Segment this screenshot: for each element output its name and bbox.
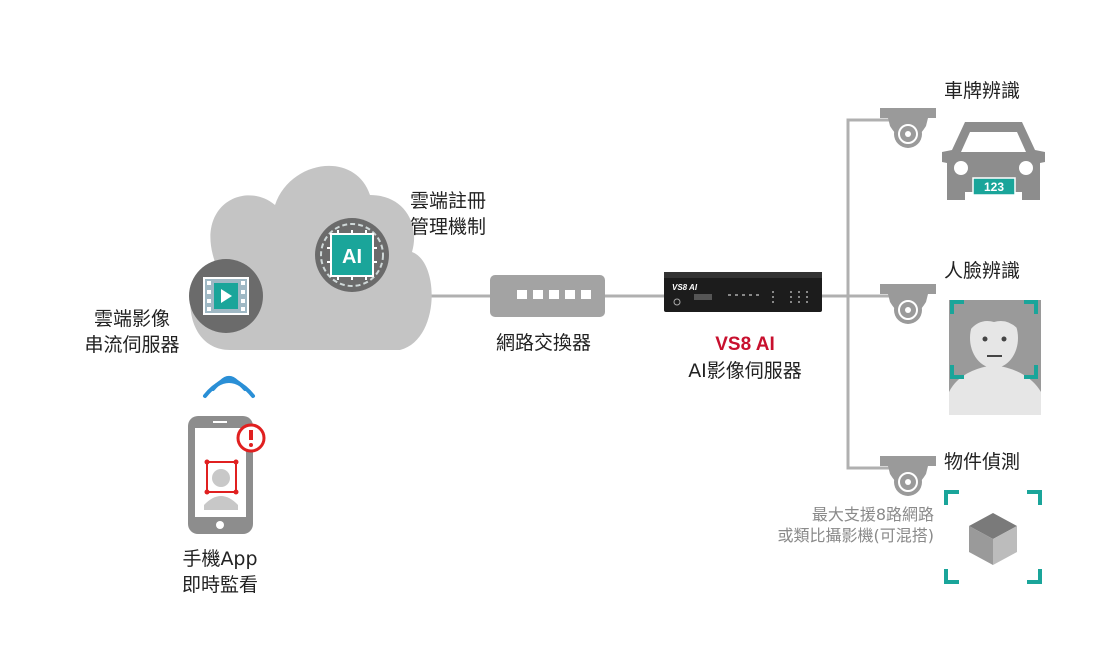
camera-icon [880,284,936,324]
mobile-line2: 即時監看 [181,574,258,596]
object-detection-title: 物件偵測 [944,451,1021,473]
cloud-streaming-line2: 串流伺服器 [84,334,180,356]
ai-chip-icon: AI [315,218,389,292]
switch-label: 網路交換器 [496,332,592,354]
cloud-registration-line2: 管理機制 [410,216,487,238]
server-label: VS8 AI AI影像伺服器 [660,332,830,384]
cube-icon [944,490,1042,584]
server-subtitle: AI影像伺服器 [688,360,802,382]
plate-recognition-title: 車牌辨識 [944,80,1021,102]
alert-icon [236,423,266,453]
camera-support-note: 最大支援8路網路 或類比攝影機(可混搭) [748,504,935,546]
network-switch-icon [490,275,605,317]
wifi-icon [203,376,255,398]
camera-icon [880,456,936,496]
cloud-streaming-label: 雲端影像 串流伺服器 [72,306,192,358]
ai-badge-text: AI [342,246,362,268]
cloud-registration-line1: 雲端註冊 [410,190,487,212]
server-icon: VS8 AI [664,272,822,312]
camera-support-line1: 最大支援8路網路 [811,505,934,524]
car-icon: 123 [942,122,1045,200]
server-panel-brand: VS8 AI [672,283,698,292]
connection-lines [420,118,895,470]
server-model: VS8 AI [715,334,775,355]
cloud-registration-label: 雲端註冊 管理機制 [410,188,486,240]
license-plate-text: 123 [984,180,1004,194]
camera-support-line2: 或類比攝影機(可混搭) [777,526,935,545]
mobile-label: 手機App 即時監看 [160,546,280,598]
face-recognition-title: 人臉辨識 [944,260,1021,282]
mobile-line1: 手機App [182,548,258,570]
camera-icon [880,108,936,148]
film-icon [189,259,263,333]
face-icon [949,300,1041,415]
cloud-streaming-line1: 雲端影像 [93,308,170,330]
